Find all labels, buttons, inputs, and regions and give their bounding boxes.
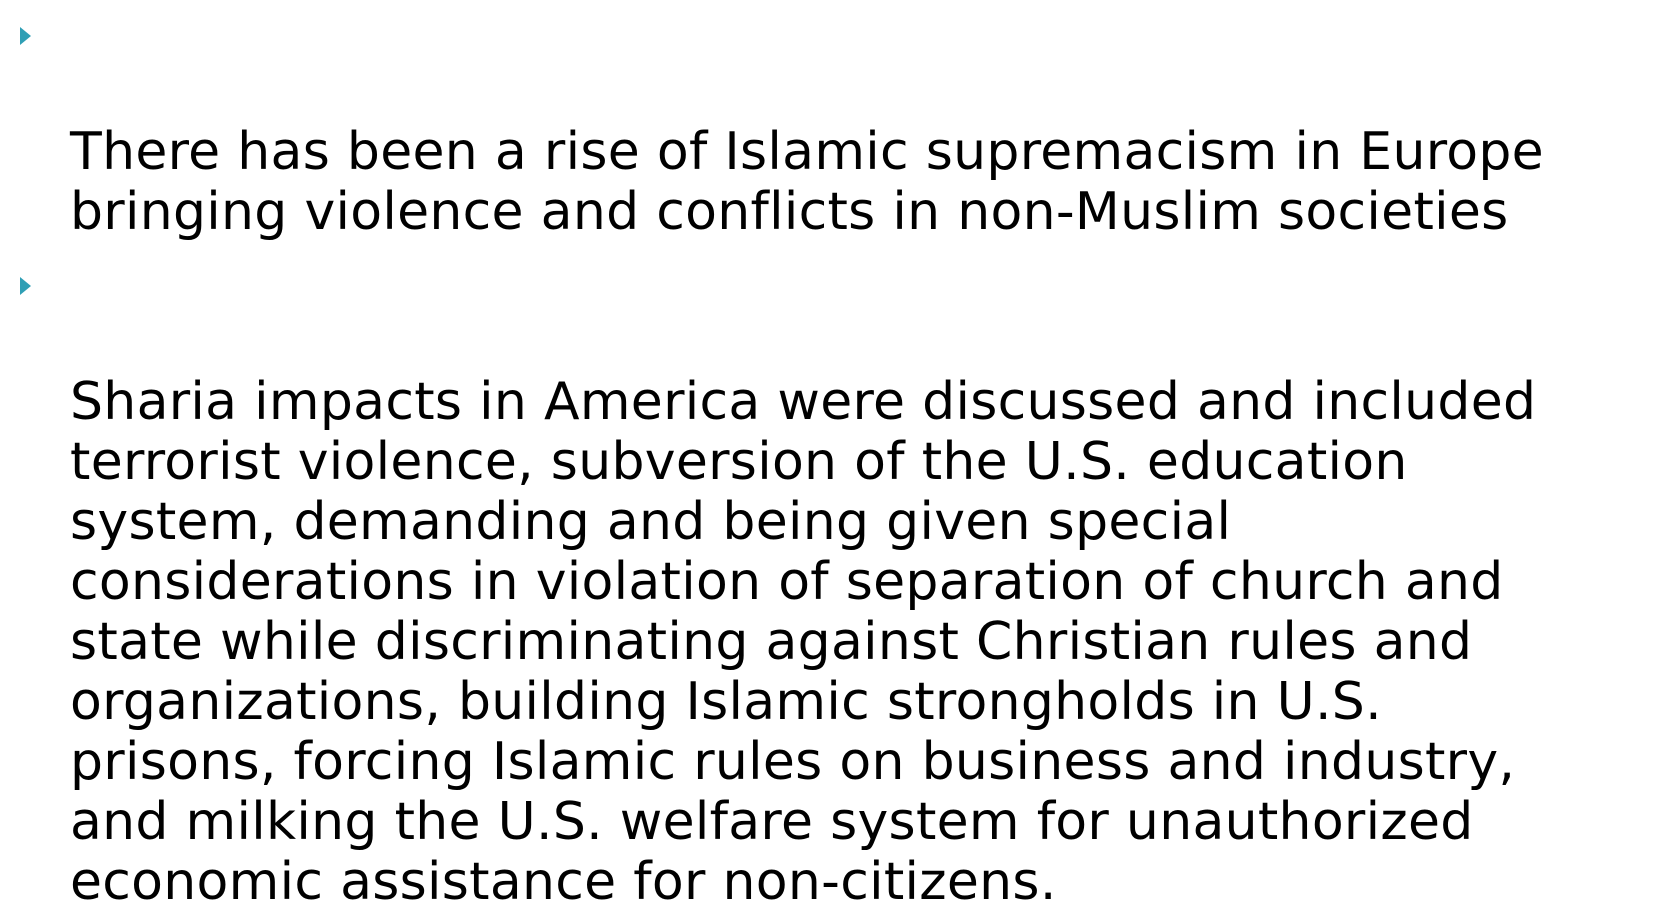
triangle-right-icon xyxy=(20,277,31,295)
bullet-text: Sharia impacts in America were discussed… xyxy=(70,372,1537,912)
bullet-text: There has been a rise of Islamic suprema… xyxy=(70,122,1544,242)
bullet-item-europe: There has been a rise of Islamic suprema… xyxy=(0,2,1675,242)
slide-body: There has been a rise of Islamic suprema… xyxy=(20,27,1544,912)
bullet-item-america: Sharia impacts in America were discussed… xyxy=(0,252,1675,912)
triangle-right-icon xyxy=(20,27,31,45)
